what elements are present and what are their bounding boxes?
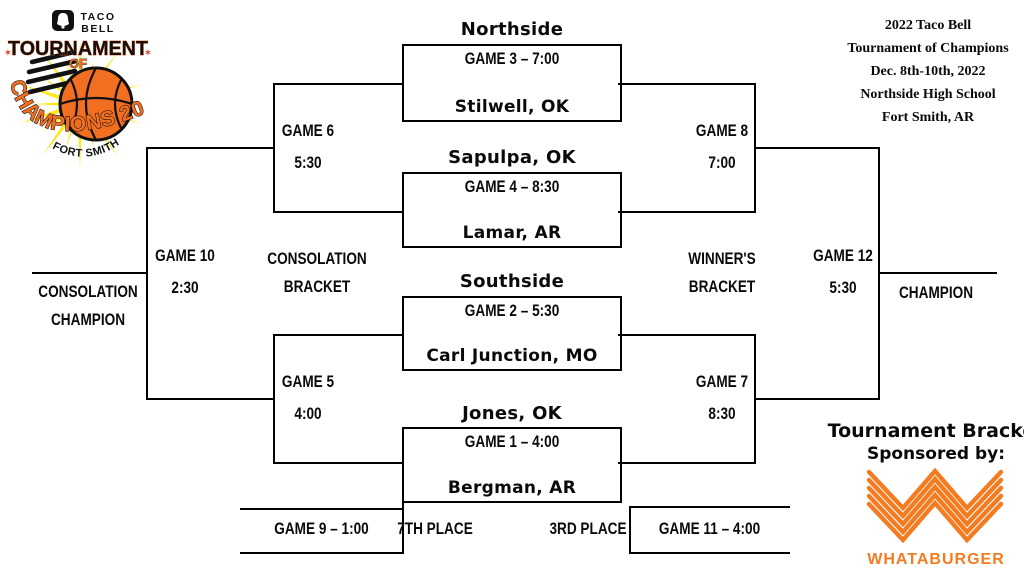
consolation-champion-line2: CHAMPION	[50, 310, 126, 329]
bracket-line	[146, 147, 148, 400]
champion-label: CHAMPION	[861, 279, 1011, 307]
logo-of-text: OF	[69, 56, 87, 71]
game3-top-team: Northside	[460, 19, 564, 40]
game9-box-line	[240, 508, 402, 510]
bracket-line	[618, 462, 756, 464]
consolation-bracket-label: CONSOLATION BRACKET	[242, 245, 392, 301]
third-place-label: 3RD PLACE	[549, 519, 627, 538]
logo-star-left: ✶	[4, 48, 12, 59]
game11-box-line	[629, 552, 790, 554]
sponsor-subtitle: Sponsored by:	[866, 444, 1006, 464]
consolation-bracket-line2: BRACKET	[283, 277, 351, 296]
game1-bottom-team: Bergman, AR	[447, 478, 577, 498]
game10-name: GAME 10	[155, 246, 215, 265]
winners-bracket-line1: WINNER'S	[688, 249, 756, 268]
bracket-line	[754, 398, 880, 400]
basketball-icon	[58, 66, 134, 142]
consolation-champion-line	[32, 272, 146, 274]
winners-bracket-line2: BRACKET	[688, 277, 756, 296]
game10-time: 2:30	[171, 278, 199, 297]
game1-box: GAME 1 – 4:00 Bergman, AR	[402, 427, 622, 503]
champion-line	[878, 272, 997, 274]
game9-label: GAME 9 – 1:00	[274, 519, 369, 538]
bracket-line	[618, 83, 756, 85]
game3-box: GAME 3 – 7:00 Stilwell, OK	[402, 44, 622, 122]
logo-tournament-text: TOURNAMENT	[8, 38, 148, 60]
game3-label: GAME 3 – 7:00	[464, 49, 560, 68]
game1-top-team: Jones, OK	[462, 403, 562, 424]
game2-label: GAME 2 – 5:30	[464, 301, 560, 320]
champion-text: CHAMPION	[898, 283, 974, 302]
consolation-champion-line1: CONSOLATION	[38, 282, 138, 301]
game12-time: 5:30	[829, 278, 857, 297]
game5-time: 4:00	[294, 404, 322, 423]
seventh-place-label: 7TH PLACE	[397, 519, 473, 538]
game11-label: GAME 11 – 4:00	[658, 519, 761, 538]
game8-time: 7:00	[708, 153, 736, 172]
event-info-line: Northside High School	[860, 87, 996, 102]
game5-name: GAME 5	[281, 372, 335, 391]
game11-box-line	[629, 506, 631, 554]
game10-label-group: GAME 10 2:30	[125, 246, 245, 298]
taco-bell-tournament-logo: TACO BELL ✶ ✶ TOURNAMENT OF CHAMPIONS 20…	[2, 2, 152, 168]
bracket-line	[146, 398, 275, 400]
bracket-line	[618, 334, 756, 336]
event-info-line: Tournament of Champions	[847, 41, 1009, 56]
bracket-line	[273, 83, 402, 85]
logo-star-right: ✶	[144, 48, 152, 59]
event-info-line: Fort Smith, AR	[881, 110, 975, 125]
game3-bottom-team: Stilwell, OK	[454, 97, 570, 117]
game1-label: GAME 1 – 4:00	[464, 432, 560, 451]
logo-taco-text: TACO	[81, 11, 116, 23]
sponsor-title: Tournament Bracket	[827, 420, 1024, 442]
game7-label-group: GAME 7 8:30	[662, 372, 782, 424]
game11-box-line	[629, 506, 790, 508]
whataburger-w-icon	[866, 467, 1004, 544]
game12-label-group: GAME 12 5:30	[783, 246, 903, 298]
game12-name: GAME 12	[813, 246, 873, 265]
game6-time: 5:30	[294, 153, 322, 172]
bracket-line	[273, 334, 402, 336]
game2-top-team: Southside	[459, 271, 565, 292]
consolation-champion-label: CONSOLATION CHAMPION	[13, 278, 163, 334]
bell-icon	[57, 13, 69, 26]
bracket-line	[402, 499, 404, 554]
event-info-line: 2022 Taco Bell	[884, 18, 972, 33]
game6-label-group: GAME 6 5:30	[248, 121, 368, 173]
event-info: 2022 Taco Bell Tournament of Champions D…	[798, 14, 1024, 129]
game4-bottom-team: Lamar, AR	[462, 223, 562, 243]
bracket-line	[146, 147, 275, 149]
event-info-line: Dec. 8th-10th, 2022	[870, 64, 986, 79]
game2-box: GAME 2 – 5:30 Carl Junction, MO	[402, 296, 622, 371]
game6-name: GAME 6	[281, 121, 335, 140]
game7-name: GAME 7	[695, 372, 749, 391]
bracket-line	[273, 211, 402, 213]
game2-bottom-team: Carl Junction, MO	[426, 346, 598, 366]
logo-bell-text: BELL	[81, 23, 114, 35]
game9-box-line	[240, 552, 404, 554]
winners-bracket-label: WINNER'S BRACKET	[647, 245, 797, 301]
taco-bell-wordmark: TACO BELL	[52, 10, 116, 35]
whataburger-wordmark: WHATABURGER	[867, 551, 1005, 568]
game5-label-group: GAME 5 4:00	[248, 372, 368, 424]
game4-box: GAME 4 – 8:30 Lamar, AR	[402, 172, 622, 248]
game4-top-team: Sapulpa, OK	[448, 147, 576, 168]
game4-label: GAME 4 – 8:30	[464, 177, 560, 196]
bracket-line	[754, 147, 880, 149]
bracket-line	[618, 211, 756, 213]
game8-name: GAME 8	[695, 121, 749, 140]
consolation-bracket-line1: CONSOLATION	[267, 249, 367, 268]
bracket-line	[273, 462, 402, 464]
game7-time: 8:30	[708, 404, 736, 423]
game8-label-group: GAME 8 7:00	[662, 121, 782, 173]
